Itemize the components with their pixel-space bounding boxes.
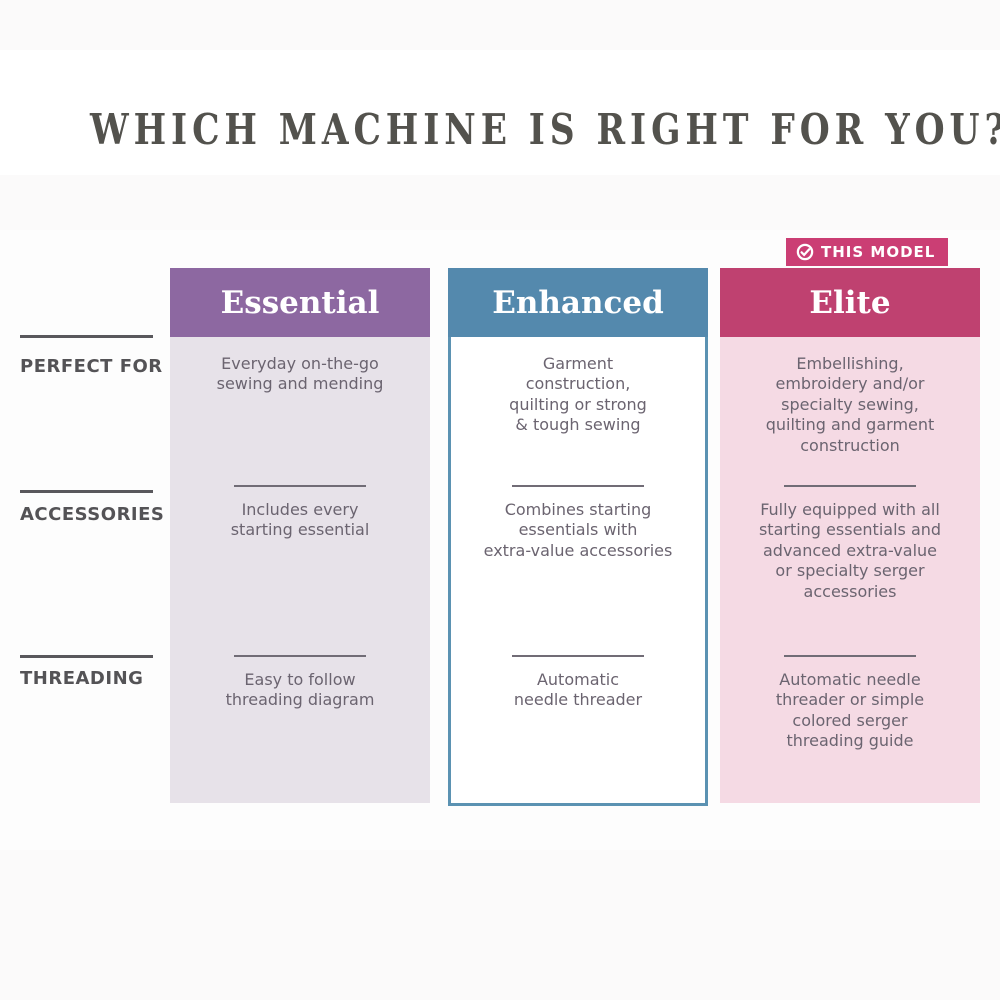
enhanced-accessories-text: Combines starting essentials with extra-… bbox=[483, 500, 673, 560]
elite-threading-text: Automatic needle threader or simple colo… bbox=[775, 670, 925, 751]
essential-perfect-for-text: Everyday on-the-go sewing and mending bbox=[216, 354, 384, 394]
check-circle-icon bbox=[796, 243, 814, 261]
enhanced-accessories-cell: Combines starting essentials with extra-… bbox=[451, 485, 705, 655]
elite-threading-cell: Automatic needle threader or simple colo… bbox=[720, 655, 980, 803]
column-essential: Essential Everyday on-the-go sewing and … bbox=[170, 268, 430, 803]
enhanced-threading-divider bbox=[512, 655, 644, 657]
enhanced-threading-cell: Automatic needle threader bbox=[451, 655, 705, 803]
column-enhanced-body: Garment construction, quilting or strong… bbox=[448, 337, 708, 806]
title-band bbox=[0, 50, 1000, 175]
row-label-threading: THREADING bbox=[20, 668, 144, 689]
enhanced-accessories-divider bbox=[512, 485, 644, 487]
this-model-badge: THIS MODEL bbox=[786, 238, 949, 266]
column-elite-body: Embellishing, embroidery and/or specialt… bbox=[720, 337, 980, 803]
essential-accessories-text: Includes every starting essential bbox=[230, 500, 370, 540]
column-elite: Elite Embellishing, embroidery and/or sp… bbox=[720, 268, 980, 803]
enhanced-threading-text: Automatic needle threader bbox=[513, 670, 643, 710]
elite-accessories-text: Fully equipped with all starting essenti… bbox=[758, 500, 942, 601]
row-divider-perfect-for bbox=[20, 335, 153, 338]
column-elite-header: Elite bbox=[720, 268, 980, 337]
elite-accessories-cell: Fully equipped with all starting essenti… bbox=[720, 485, 980, 655]
essential-threading-cell: Easy to follow threading diagram bbox=[170, 655, 430, 803]
essential-accessories-divider bbox=[234, 485, 366, 487]
row-divider-accessories bbox=[20, 490, 153, 493]
this-model-badge-label: THIS MODEL bbox=[821, 243, 936, 261]
column-enhanced-header: Enhanced bbox=[448, 268, 708, 337]
column-essential-header: Essential bbox=[170, 268, 430, 337]
essential-threading-divider bbox=[234, 655, 366, 657]
column-essential-body: Everyday on-the-go sewing and mending In… bbox=[170, 337, 430, 803]
row-label-accessories: ACCESSORIES bbox=[20, 504, 165, 525]
column-enhanced: Enhanced Garment construction, quilting … bbox=[448, 268, 708, 806]
row-label-perfect-for: PERFECT FOR bbox=[20, 356, 163, 377]
enhanced-perfect-for-cell: Garment construction, quilting or strong… bbox=[451, 337, 705, 485]
essential-threading-text: Easy to follow threading diagram bbox=[225, 670, 375, 710]
essential-perfect-for-cell: Everyday on-the-go sewing and mending bbox=[170, 337, 430, 485]
page-title: WHICH MACHINE IS RIGHT FOR YOU? bbox=[90, 105, 1000, 154]
row-divider-threading bbox=[20, 655, 153, 658]
elite-accessories-divider bbox=[784, 485, 916, 487]
elite-perfect-for-cell: Embellishing, embroidery and/or specialt… bbox=[720, 337, 980, 485]
elite-threading-divider bbox=[784, 655, 916, 657]
essential-accessories-cell: Includes every starting essential bbox=[170, 485, 430, 655]
enhanced-perfect-for-text: Garment construction, quilting or strong… bbox=[509, 354, 647, 435]
elite-perfect-for-text: Embellishing, embroidery and/or specialt… bbox=[765, 354, 935, 455]
